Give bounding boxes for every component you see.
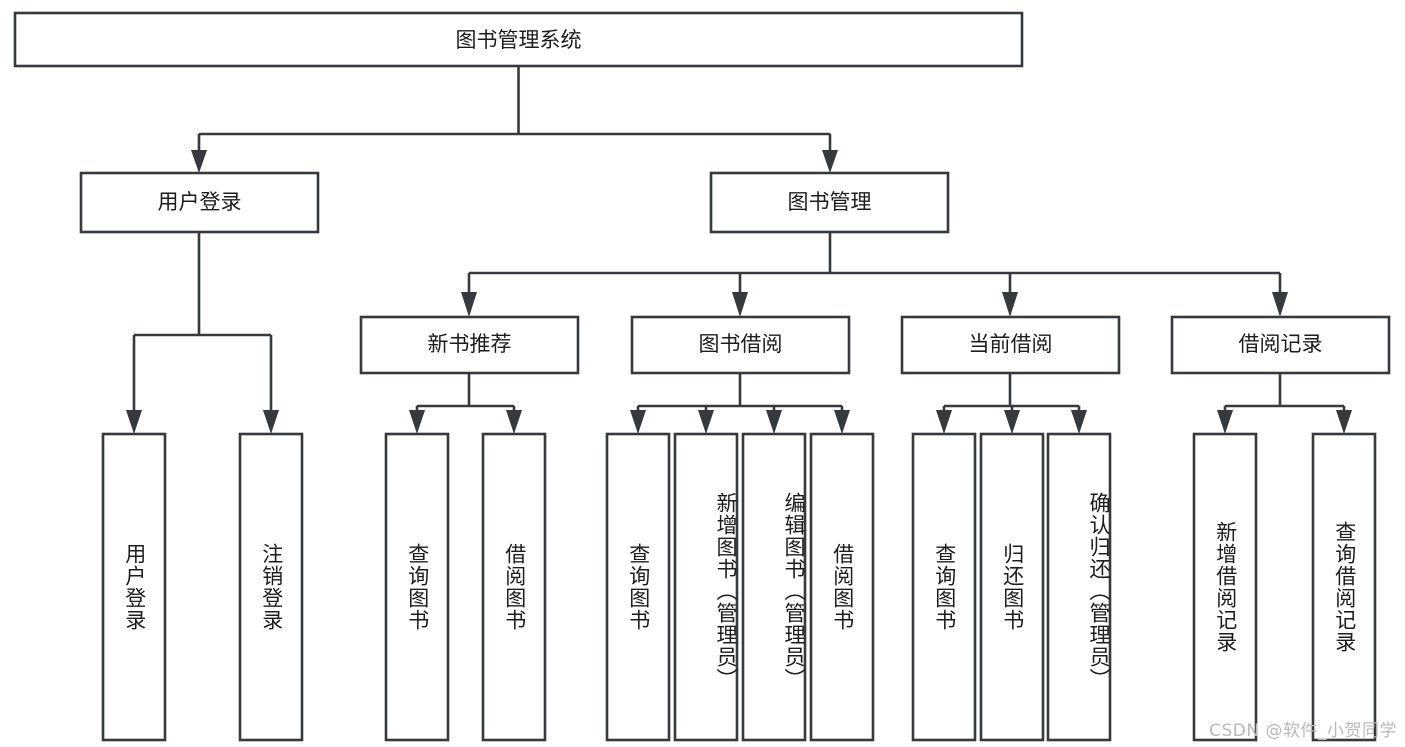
node-current-borrow-label: 当前借阅 xyxy=(969,332,1053,356)
node-leaf-edit-book[interactable] xyxy=(741,432,807,742)
connector-userlogin-to-leaves xyxy=(126,232,279,434)
arrow-head-icon xyxy=(1071,410,1087,434)
arrow-head-icon xyxy=(1272,292,1288,317)
node-new-book-recommend[interactable]: 新书推荐 xyxy=(359,315,580,375)
node-root[interactable]: 图书管理系统 xyxy=(13,11,1024,68)
node-leaf-query-book-3[interactable] xyxy=(911,432,977,742)
arrow-head-icon xyxy=(936,410,952,434)
arrow-head-icon xyxy=(1217,410,1233,434)
node-leaf-add-record[interactable] xyxy=(1192,432,1258,742)
arrow-head-icon xyxy=(461,292,477,317)
node-user-login[interactable]: 用户登录 xyxy=(79,171,320,234)
node-leaf-query-record[interactable] xyxy=(1311,432,1377,742)
node-leaf-return-book[interactable] xyxy=(979,432,1045,742)
arrow-head-icon xyxy=(1336,410,1352,434)
node-leaf-query-book-2[interactable] xyxy=(605,432,671,742)
node-current-borrow[interactable]: 当前借阅 xyxy=(900,315,1121,375)
node-book-borrow[interactable]: 图书借阅 xyxy=(630,315,851,375)
connector-borrowrecord-to-leaves xyxy=(1217,373,1352,434)
arrow-head-icon xyxy=(1004,410,1020,434)
node-leaf-borrow-book-2[interactable] xyxy=(809,432,875,742)
node-new-book-recommend-label: 新书推荐 xyxy=(428,332,512,356)
connector-currentborrow-to-leaves xyxy=(936,373,1087,434)
node-borrow-record-label: 借阅记录 xyxy=(1239,332,1323,356)
node-borrow-record[interactable]: 借阅记录 xyxy=(1170,315,1391,375)
arrow-head-icon xyxy=(506,410,522,434)
arrow-head-icon xyxy=(126,410,142,434)
arrow-head-icon xyxy=(1002,292,1018,317)
arrow-head-icon xyxy=(409,410,425,434)
connector-recommend-to-leaves xyxy=(409,373,522,434)
csdn-watermark: CSDN @软件_小贺同学 xyxy=(1209,721,1397,741)
arrow-head-icon xyxy=(191,150,207,173)
node-leaf-query-book-1[interactable] xyxy=(384,432,450,742)
node-leaf-user-login[interactable] xyxy=(101,432,167,742)
arrow-head-icon xyxy=(822,150,838,173)
node-book-management-label: 图书管理 xyxy=(788,190,872,214)
node-book-management[interactable]: 图书管理 xyxy=(709,171,950,234)
arrow-head-icon xyxy=(834,410,850,434)
node-book-borrow-label: 图书借阅 xyxy=(699,332,783,356)
node-root-label: 图书管理系统 xyxy=(456,28,582,52)
node-leaf-logout[interactable] xyxy=(238,432,304,742)
node-user-login-label: 用户登录 xyxy=(158,190,242,214)
arrow-head-icon xyxy=(732,292,748,317)
connector-bookborrow-to-leaves xyxy=(630,373,850,434)
node-leaf-borrow-book-1[interactable] xyxy=(481,432,547,742)
connector-bookmgmt-to-level3 xyxy=(461,232,1288,317)
arrow-head-icon xyxy=(698,410,714,434)
arrow-head-icon xyxy=(630,410,646,434)
node-leaf-confirm-return[interactable] xyxy=(1046,432,1112,742)
arrow-head-icon xyxy=(766,410,782,434)
connector-root-to-level2 xyxy=(191,66,838,173)
node-leaf-add-book[interactable] xyxy=(673,432,739,742)
arrow-head-icon xyxy=(263,410,279,434)
